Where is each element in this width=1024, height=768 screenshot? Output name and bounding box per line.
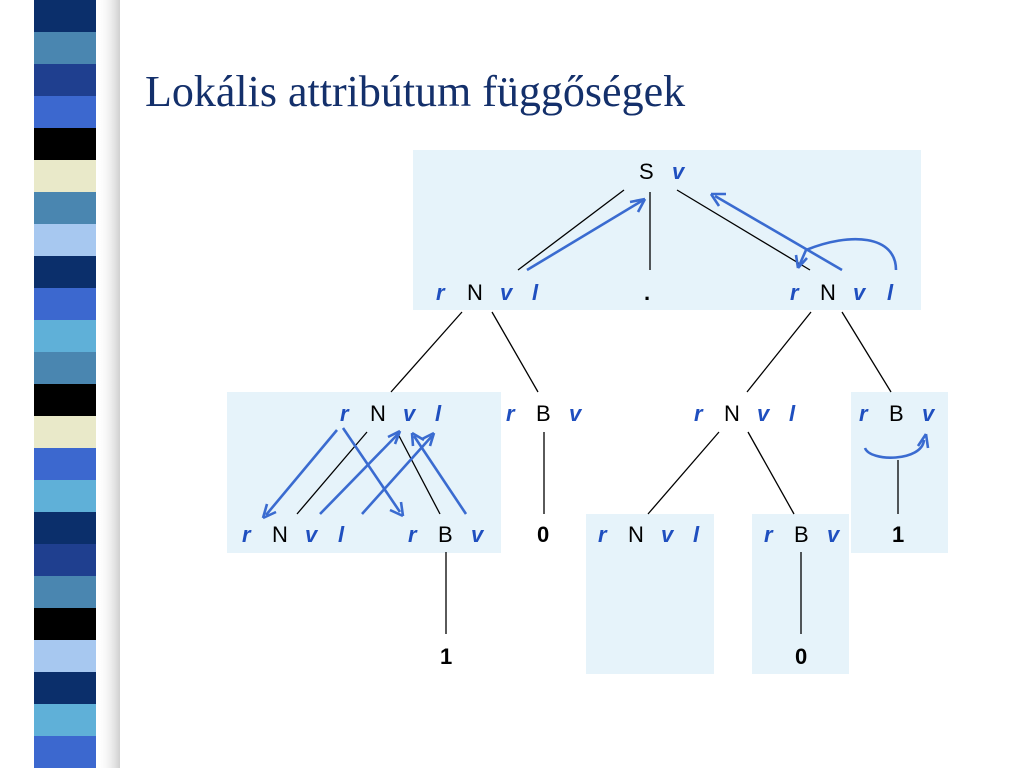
svg-text:r: r: [598, 522, 608, 547]
svg-text:l: l: [693, 522, 700, 547]
svg-text:N: N: [467, 280, 483, 305]
production-box-left: [227, 392, 501, 553]
strip-band: [34, 256, 96, 289]
node-n-l1-right: r N v l: [790, 280, 894, 305]
strip-band: [34, 704, 96, 737]
strip-band: [34, 512, 96, 545]
strip-band: [34, 352, 96, 385]
leaf-one-right: 1: [892, 522, 904, 547]
node-n-l3-right: r N v l: [598, 522, 700, 547]
strip-band: [34, 448, 96, 481]
svg-text:l: l: [338, 522, 345, 547]
strip-band: [34, 0, 96, 33]
svg-text:r: r: [242, 522, 252, 547]
strip-band: [34, 384, 96, 417]
svg-text:N: N: [272, 522, 288, 547]
production-box-root: [413, 150, 921, 310]
svg-text:r: r: [764, 522, 774, 547]
production-box-n-leaf: [586, 514, 714, 674]
svg-text:l: l: [532, 280, 539, 305]
svg-text:r: r: [340, 401, 350, 426]
svg-text:r: r: [408, 522, 418, 547]
strip-band: [34, 128, 96, 161]
svg-text:v: v: [757, 401, 771, 426]
node-b-l2-left: r B v: [506, 401, 583, 426]
strip-band: [34, 736, 96, 768]
leaf-zero-mid: 0: [537, 522, 549, 547]
strip-band: [34, 288, 96, 321]
svg-text:N: N: [628, 522, 644, 547]
node-root: S v: [639, 159, 686, 184]
strip-band: [34, 320, 96, 353]
svg-text:v: v: [672, 159, 686, 184]
strip-band: [34, 96, 96, 129]
svg-text:N: N: [724, 401, 740, 426]
svg-text:B: B: [889, 401, 904, 426]
svg-text:N: N: [820, 280, 836, 305]
strip-band: [34, 480, 96, 513]
svg-text:S: S: [639, 159, 654, 184]
svg-text:v: v: [305, 522, 319, 547]
strip-band: [34, 32, 96, 65]
svg-text:v: v: [661, 522, 675, 547]
node-n-l2-right: r N v l: [694, 401, 796, 426]
leaf-zero-bottom: 0: [795, 644, 807, 669]
svg-text:v: v: [569, 401, 583, 426]
svg-text:l: l: [887, 280, 894, 305]
strip-band: [34, 608, 96, 641]
decorative-strip: [34, 0, 120, 768]
strip-band: [34, 160, 96, 193]
svg-text:l: l: [435, 401, 442, 426]
svg-text:B: B: [794, 522, 809, 547]
node-n-l1-left: r N v l: [436, 280, 539, 305]
svg-text:v: v: [922, 401, 936, 426]
node-n-l2-left: r N v l: [340, 401, 442, 426]
svg-text:v: v: [853, 280, 867, 305]
strip-band: [34, 544, 96, 577]
svg-text:r: r: [790, 280, 800, 305]
node-b-l3-left: r B v: [408, 522, 485, 547]
strip-band: [34, 224, 96, 257]
svg-text:B: B: [536, 401, 551, 426]
slide-title: Lokális attribútum függőségek: [145, 67, 686, 116]
svg-text:v: v: [827, 522, 841, 547]
svg-text:v: v: [471, 522, 485, 547]
production-box-right-b: [851, 392, 948, 553]
svg-text:r: r: [694, 401, 704, 426]
strip-band: [34, 576, 96, 609]
node-dot: .: [644, 280, 650, 305]
svg-text:r: r: [859, 401, 869, 426]
svg-text:l: l: [789, 401, 796, 426]
dependency-arrows: [261, 192, 930, 520]
node-b-l2-right: r B v: [859, 401, 936, 426]
svg-text:r: r: [436, 280, 446, 305]
svg-text:N: N: [370, 401, 386, 426]
tree-edges: [296, 189, 899, 634]
strip-band: [34, 640, 96, 673]
strip-band: [34, 416, 96, 449]
svg-text:v: v: [500, 280, 514, 305]
strip-band: [34, 672, 96, 705]
svg-text:v: v: [403, 401, 417, 426]
node-n-l3-left: r N v l: [242, 522, 345, 547]
node-b-l3-right: r B v: [764, 522, 841, 547]
leaf-one-bottom: 1: [440, 644, 452, 669]
strip-band: [34, 64, 96, 97]
svg-text:B: B: [438, 522, 453, 547]
svg-text:r: r: [506, 401, 516, 426]
strip-band: [34, 192, 96, 225]
